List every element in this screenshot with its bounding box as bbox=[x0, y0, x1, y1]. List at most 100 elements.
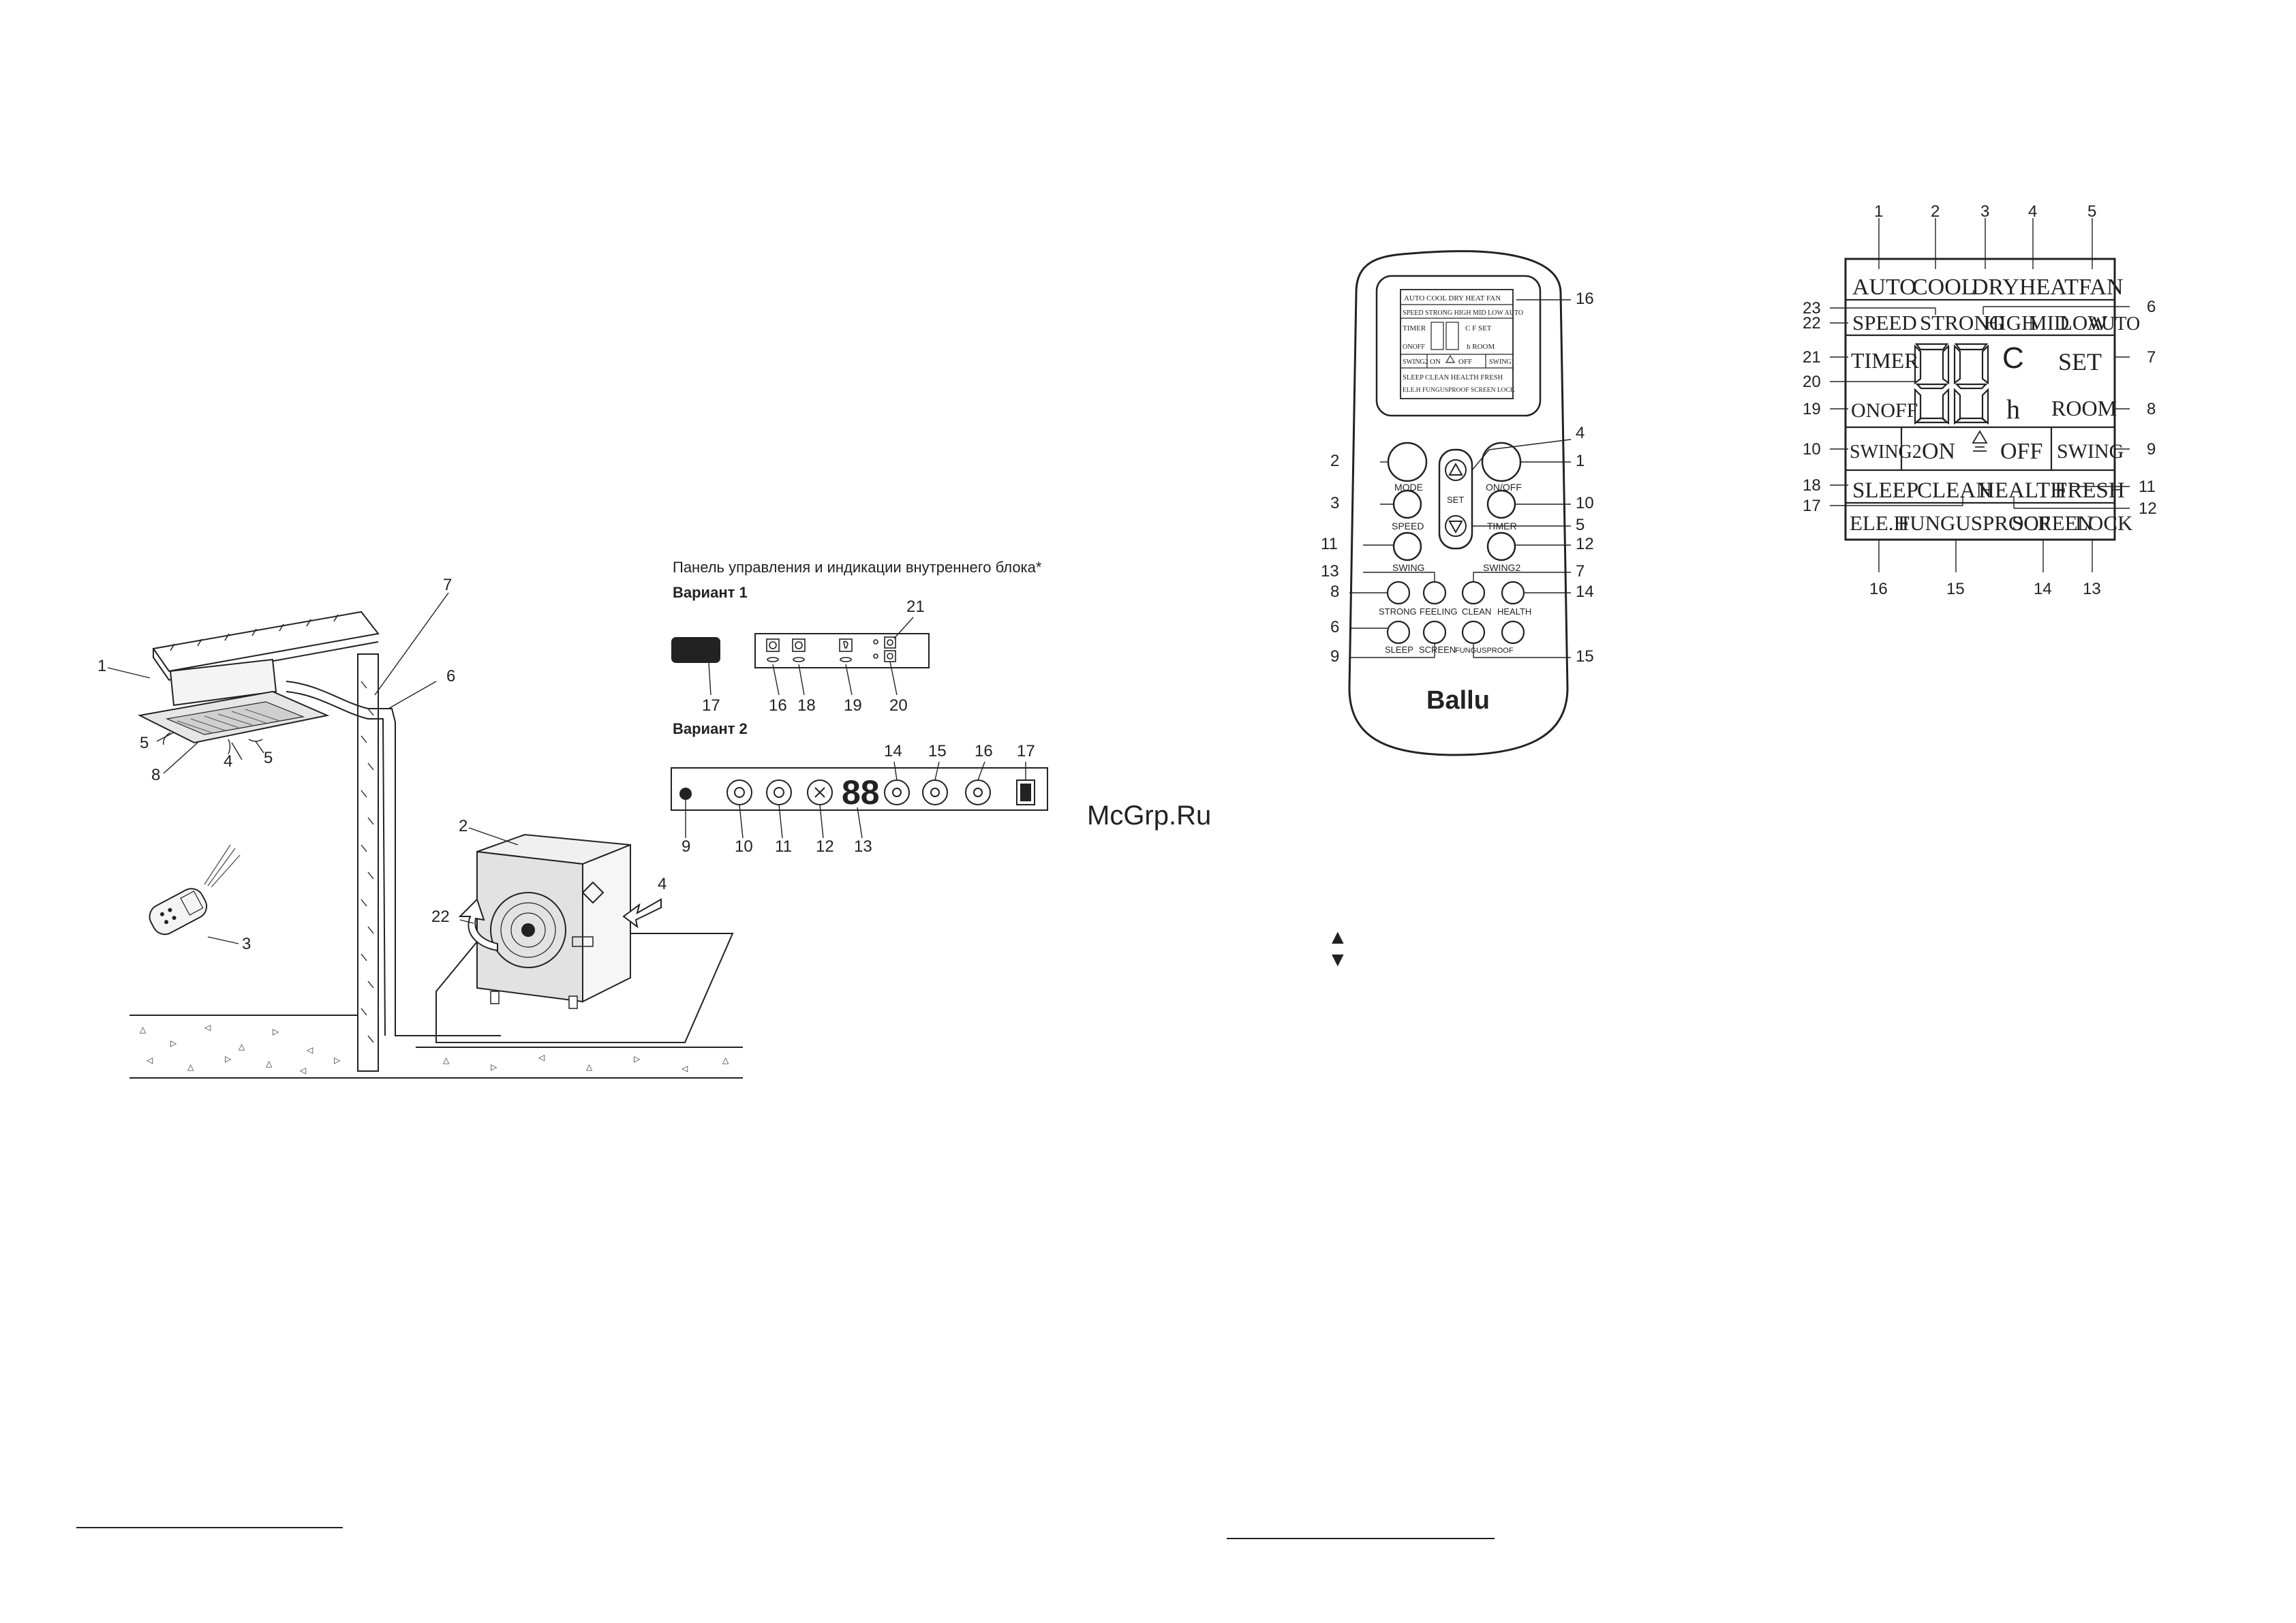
lcd-eleh: ELE.H bbox=[1850, 511, 1909, 535]
lcd-set: SET bbox=[2058, 348, 2102, 375]
lcd-callout-4: 4 bbox=[2028, 202, 2037, 221]
variant1-receiver-window bbox=[671, 637, 720, 663]
speed-button[interactable] bbox=[1392, 489, 1422, 519]
callout-6: 6 bbox=[446, 667, 455, 685]
swing-label: SWING bbox=[1392, 562, 1424, 573]
mode-button[interactable] bbox=[1387, 442, 1428, 482]
feeling-label: FEELING bbox=[1420, 606, 1458, 617]
lcd-health: HEALTH bbox=[1978, 478, 2066, 503]
remote-callout-12: 12 bbox=[1576, 535, 1594, 553]
remote-callout-15: 15 bbox=[1576, 647, 1594, 666]
remote-callout-11: 11 bbox=[1321, 535, 1338, 553]
strong-button[interactable] bbox=[1386, 581, 1411, 605]
watermark: McGrp.Ru bbox=[1087, 801, 1211, 831]
lcd-clean: CLEAN bbox=[1917, 478, 1992, 503]
lcd-dry: DRY bbox=[1972, 275, 2019, 300]
lcd-fresh: FRESH bbox=[2055, 478, 2125, 503]
callout-2: 2 bbox=[459, 817, 468, 835]
remote-thumbnail bbox=[149, 888, 208, 936]
lcd-callout-8: 8 bbox=[2147, 400, 2156, 418]
lcd-h: h bbox=[2006, 394, 2020, 424]
remote-screen-bezel bbox=[1375, 275, 1542, 417]
up-arrow-icon: ▲ bbox=[1328, 926, 1348, 948]
clean-label: CLEAN bbox=[1462, 606, 1491, 617]
health-button[interactable] bbox=[1501, 581, 1525, 605]
v2-callout-12: 12 bbox=[816, 837, 834, 856]
remote-callout-13: 13 bbox=[1321, 562, 1339, 581]
down-arrow-icon: ▼ bbox=[1328, 948, 1348, 971]
remote-callout-1: 1 bbox=[1576, 452, 1585, 470]
feeling-button[interactable] bbox=[1422, 581, 1447, 605]
remote-screen-timer: TIMER bbox=[1403, 324, 1426, 333]
lcd-callout-9: 9 bbox=[2147, 440, 2156, 459]
extra-button[interactable] bbox=[1501, 620, 1525, 645]
v2-display: 88 bbox=[842, 773, 880, 812]
lcd-speed: SPEED bbox=[1852, 311, 1917, 335]
svg-text:◁: ◁ bbox=[204, 1023, 211, 1032]
lcd-fungusproof: FUNGUSPROOF bbox=[1898, 511, 2051, 535]
screen-button[interactable] bbox=[1422, 620, 1447, 645]
variant-2-label: Вариант 2 bbox=[673, 720, 748, 737]
v2-callout-13: 13 bbox=[854, 837, 872, 856]
lcd-callout-20: 20 bbox=[1803, 373, 1821, 391]
ceiling-slab bbox=[152, 610, 380, 673]
lcd-lock: LOCK bbox=[2075, 511, 2133, 535]
lcd-callout-2: 2 bbox=[1931, 202, 1940, 221]
svg-text:△: △ bbox=[443, 1055, 450, 1065]
installation-diagram: △▷◁ △▷◁ ◁△▷ △◁▷ △▷◁ △▷◁ △ bbox=[97, 576, 743, 1079]
lcd-off: OFF bbox=[2000, 439, 2042, 464]
remote-screen-on: ON bbox=[1430, 358, 1441, 366]
fungusproof-button[interactable] bbox=[1461, 620, 1486, 645]
remote-callout-8: 8 bbox=[1330, 583, 1339, 601]
lcd-strong: STRONG bbox=[1920, 311, 2004, 335]
v1-callout-21: 21 bbox=[906, 598, 925, 616]
lcd-sleep: SLEEP bbox=[1852, 478, 1918, 503]
swing2-button[interactable] bbox=[1486, 531, 1516, 561]
lcd-room: ROOM bbox=[2051, 396, 2117, 420]
v1-callout-19: 19 bbox=[844, 696, 862, 715]
refrigerant-pipes bbox=[286, 681, 501, 1036]
remote-callout-4: 4 bbox=[1576, 424, 1585, 442]
lcd-fan-icon bbox=[1972, 430, 1988, 452]
remote-screen-swing2: SWING2 bbox=[1403, 358, 1428, 366]
exhaust-arrow bbox=[458, 898, 498, 952]
remote-callout-6: 6 bbox=[1330, 618, 1339, 636]
clean-button[interactable] bbox=[1461, 581, 1486, 605]
v2-callout-16: 16 bbox=[975, 742, 993, 760]
remote-callout-16: 16 bbox=[1576, 290, 1594, 308]
v1-callout-17: 17 bbox=[702, 696, 720, 715]
lcd-callout-1: 1 bbox=[1874, 202, 1883, 221]
sleep-label: SLEEP bbox=[1385, 645, 1413, 655]
variant1-icons bbox=[766, 636, 896, 662]
v2-callout-17: 17 bbox=[1017, 742, 1035, 760]
remote-screen-row2: SPEED STRONG HIGH MID LOW AUTO bbox=[1403, 309, 1523, 317]
svg-text:▷: ▷ bbox=[634, 1054, 641, 1064]
callout-22: 22 bbox=[431, 908, 450, 926]
svg-text:◁: ◁ bbox=[538, 1053, 545, 1062]
lcd-callout-11: 11 bbox=[2139, 478, 2156, 496]
svg-text:◁: ◁ bbox=[307, 1045, 313, 1055]
lcd-screen: SCREEN bbox=[2012, 511, 2093, 535]
lcd-callout-14: 14 bbox=[2034, 580, 2052, 598]
callout-5a: 5 bbox=[140, 734, 149, 752]
lcd-auto-speed: AUTO bbox=[2087, 313, 2140, 335]
remote-screen-room: h ROOM bbox=[1467, 343, 1495, 351]
callout-4: 4 bbox=[658, 875, 667, 893]
callout-4b: 4 bbox=[224, 752, 232, 771]
lcd-swing: SWING bbox=[2057, 440, 2124, 463]
lcd-frame bbox=[1844, 258, 2116, 541]
outdoor-unit-side bbox=[582, 844, 631, 1003]
svg-text:▷: ▷ bbox=[225, 1054, 232, 1064]
swing-button[interactable] bbox=[1392, 531, 1422, 561]
callout-3: 3 bbox=[242, 935, 251, 953]
callout-5b: 5 bbox=[264, 749, 273, 767]
svg-text:△: △ bbox=[266, 1059, 273, 1068]
down-triangle-icon bbox=[1448, 521, 1463, 534]
indoor-cassette-body bbox=[169, 658, 277, 707]
sleep-button[interactable] bbox=[1386, 620, 1411, 645]
svg-text:◁: ◁ bbox=[147, 1055, 153, 1065]
timer-button[interactable] bbox=[1486, 489, 1516, 519]
lcd-high: HIGH bbox=[1984, 311, 2037, 335]
lcd-digits bbox=[1914, 343, 1989, 425]
lcd-callout-13: 13 bbox=[2083, 580, 2101, 598]
